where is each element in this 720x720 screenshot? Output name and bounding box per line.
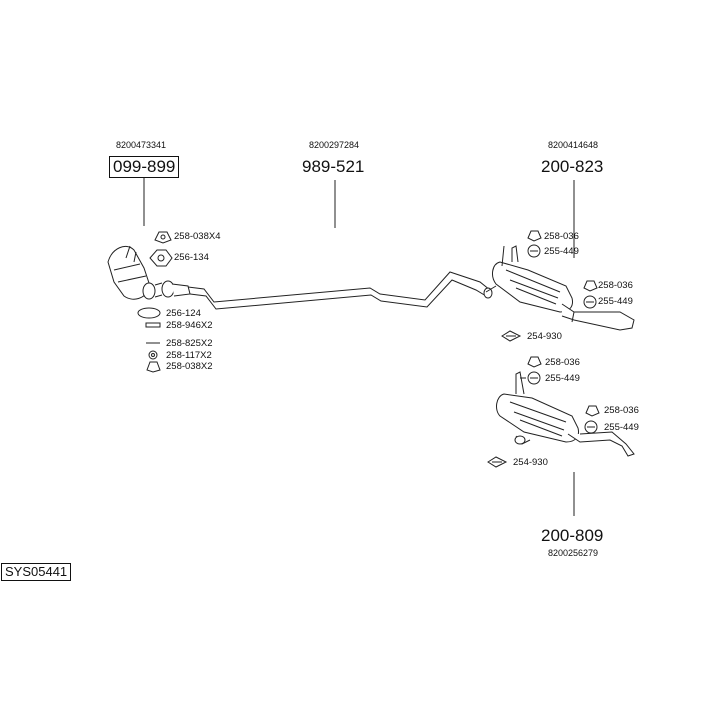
gasket-icon xyxy=(137,307,161,319)
part-number-middle: 989-521 xyxy=(302,157,365,176)
mounting-rubber-icon xyxy=(583,280,598,292)
mounting-rubber-icon xyxy=(527,230,542,242)
fitting-label: 255-449 xyxy=(545,373,580,384)
fitting-label: 258-036 xyxy=(598,280,633,291)
oem-number-rear-lower: 8200256279 xyxy=(548,548,599,558)
rear-silencer-lower xyxy=(496,371,635,457)
fitting-label: 258-825X2 xyxy=(166,338,213,349)
system-code: SYS05441 xyxy=(1,563,72,581)
fitting-label: 258-038X4 xyxy=(174,231,221,242)
mounting-rubber-icon xyxy=(160,234,166,240)
fitting-label: 258-036 xyxy=(544,231,579,242)
part-number-front: 099-899 xyxy=(109,156,180,178)
fitting-label: 254-930 xyxy=(513,457,548,468)
fitting-label: 254-930 xyxy=(527,331,562,342)
fitting-label: 258-036 xyxy=(604,405,639,416)
mounting-rubber-icon xyxy=(585,405,600,417)
mounting-rubber-icon xyxy=(527,356,542,368)
fitting-label: 256-124 xyxy=(166,308,201,319)
mounting-rubber-icon xyxy=(146,361,161,373)
oem-number-rear-upper: 8200414648 xyxy=(548,140,599,150)
catalytic-converter xyxy=(107,245,191,300)
bolt-icon xyxy=(145,322,161,328)
fitting-label: 255-449 xyxy=(544,246,579,257)
fitting-label: 258-038X2 xyxy=(166,361,213,372)
oem-number-middle: 8200297284 xyxy=(309,140,360,150)
fitting-label: 258-036 xyxy=(545,357,580,368)
fitting-label: 255-449 xyxy=(598,296,633,307)
clamp-icon xyxy=(501,330,522,342)
rear-silencer-upper xyxy=(485,245,635,331)
fitting-label: 258-117X2 xyxy=(166,350,212,361)
middle-pipe xyxy=(187,271,491,310)
fitting-label: 255-449 xyxy=(604,422,639,433)
fitting-label: 258-946X2 xyxy=(166,320,213,331)
clamp-icon xyxy=(487,456,508,468)
part-number-rear-upper: 200-823 xyxy=(541,157,604,176)
fitting-label: 256-134 xyxy=(174,252,209,263)
oem-number-front: 8200473341 xyxy=(116,140,167,150)
part-number-rear-lower: 200-809 xyxy=(541,526,604,545)
